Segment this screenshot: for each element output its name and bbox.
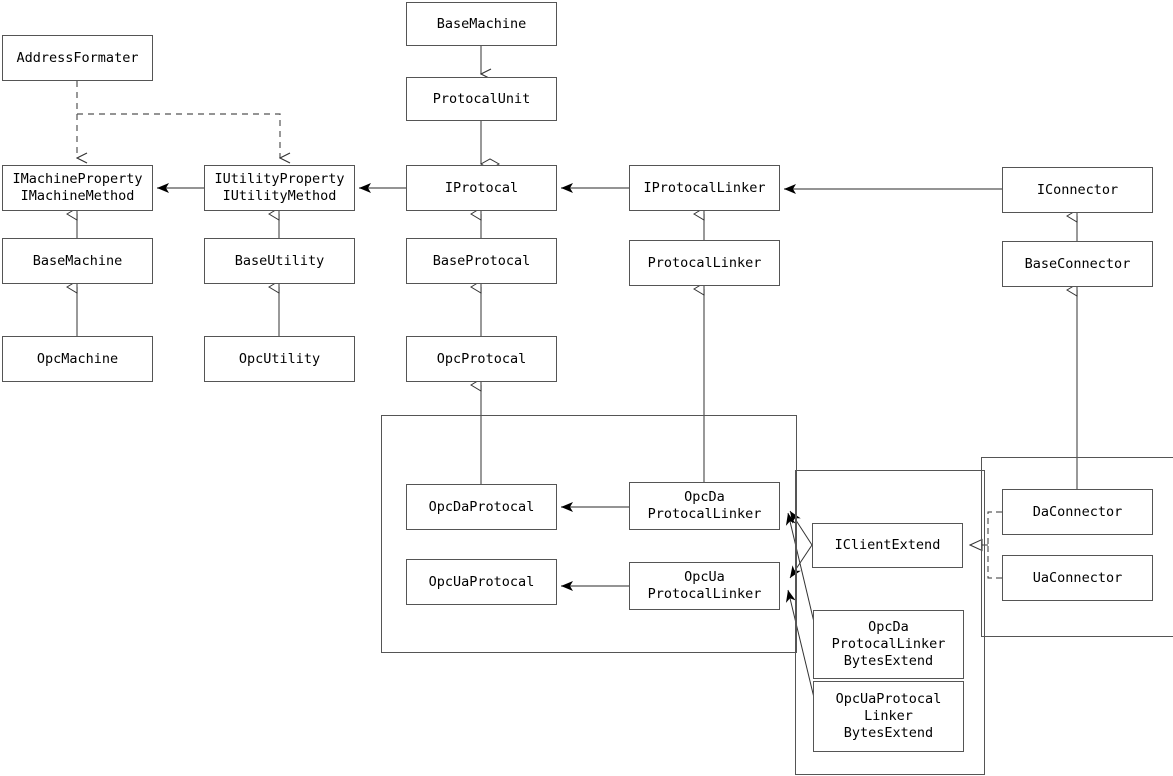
class-box-opcmachine[interactable]: OpcMachine — [2, 336, 153, 382]
class-box-basemachine-left[interactable]: BaseMachine — [2, 238, 153, 284]
class-box-baseutility[interactable]: BaseUtility — [204, 238, 355, 284]
class-box-daconnector[interactable]: DaConnector — [1002, 489, 1153, 535]
class-box-opcuaprotocal[interactable]: OpcUaProtocal — [406, 559, 557, 605]
class-box-protocallinker[interactable]: ProtocalLinker — [629, 240, 780, 286]
class-box-iprotocal[interactable]: IProtocal — [406, 165, 557, 211]
class-box-opcuaprotocallinker[interactable]: OpcUa ProtocalLinker — [629, 562, 780, 610]
class-box-opcutility[interactable]: OpcUtility — [204, 336, 355, 382]
class-box-iclientextend[interactable]: IClientExtend — [812, 523, 963, 568]
class-box-opcdaprotocallinkerbytesextend[interactable]: OpcDa ProtocalLinker BytesExtend — [813, 610, 964, 679]
class-box-baseprotocal[interactable]: BaseProtocal — [406, 238, 557, 284]
class-box-opcuaprotocallinkerbytesextend[interactable]: OpcUaProtocal Linker BytesExtend — [813, 681, 964, 752]
package-protocal-linker — [381, 415, 797, 653]
class-box-basemachine-top[interactable]: BaseMachine — [406, 2, 557, 46]
class-box-iutilityproperty[interactable]: IUtilityProperty IUtilityMethod — [204, 165, 355, 211]
class-box-opcprotocal[interactable]: OpcProtocal — [406, 336, 557, 382]
class-box-iconnector[interactable]: IConnector — [1002, 167, 1153, 213]
class-box-opcdaprotocal[interactable]: OpcDaProtocal — [406, 484, 557, 530]
class-box-opcdaprotocallinker[interactable]: OpcDa ProtocalLinker — [629, 482, 780, 530]
class-box-imachineproperty[interactable]: IMachineProperty IMachineMethod — [2, 165, 153, 211]
class-box-addressformater[interactable]: AddressFormater — [2, 35, 153, 81]
class-box-baseconnector[interactable]: BaseConnector — [1002, 241, 1153, 287]
class-box-uaconnector[interactable]: UaConnector — [1002, 555, 1153, 601]
class-box-protocalunit[interactable]: ProtocalUnit — [406, 77, 557, 121]
package-connector — [981, 457, 1173, 637]
edge-addressformater-iutilityproperty — [77, 113, 280, 158]
class-box-iprotocallinker[interactable]: IProtocalLinker — [629, 165, 780, 211]
